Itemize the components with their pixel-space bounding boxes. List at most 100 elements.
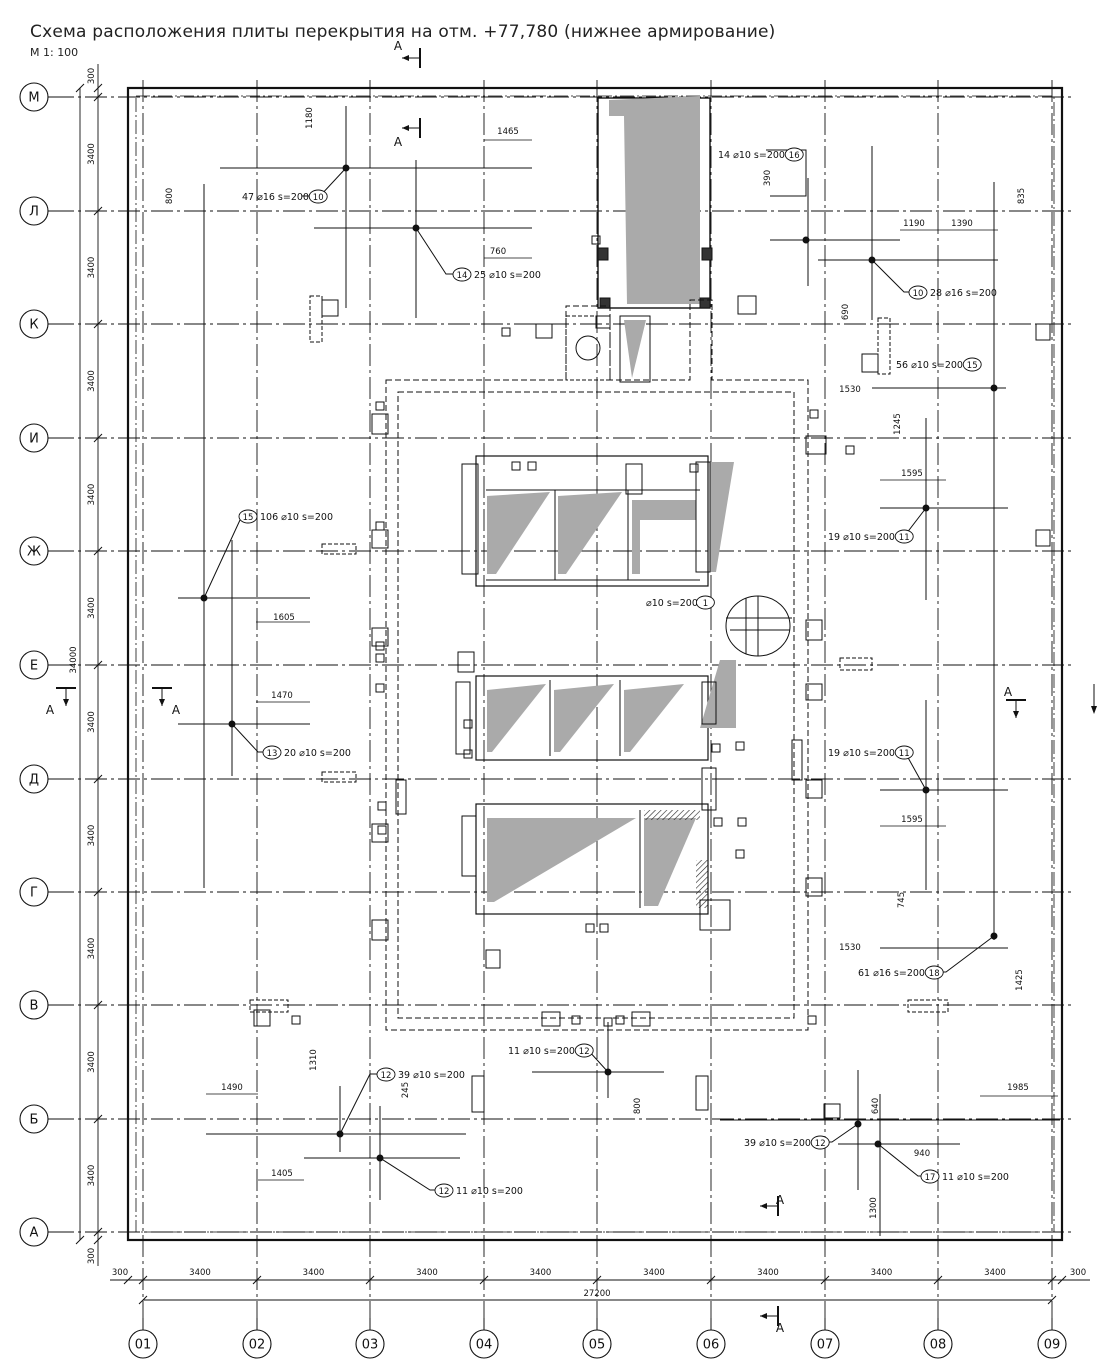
col-spacing-dim: 3400	[530, 1268, 552, 1278]
dimension-label: 760	[490, 247, 506, 257]
dashed-opening	[321, 771, 357, 783]
slab-pocket	[701, 681, 717, 725]
slab-pocket	[371, 823, 389, 843]
slab-pocket	[631, 1011, 651, 1027]
row-spacing-dim: 3400	[87, 257, 97, 279]
rebar-position-tag: 12	[439, 1187, 450, 1197]
dimension-chains: 300 3400 3400 3400 3400 3400 3400 3400 3400 3400 3…	[69, 64, 1090, 1305]
dimension-label: 1310	[309, 1049, 319, 1071]
sleeve-opening	[501, 327, 511, 337]
rebar-position-tag: 10	[913, 289, 924, 299]
rebar-spec: 56 ⌀10 s=200	[896, 360, 963, 371]
rebar-spec: 39 ⌀10 s=200	[744, 1138, 811, 1149]
rebar-position-tag: 1	[703, 599, 708, 609]
col-axis-label: 02	[249, 1338, 266, 1353]
sleeve-opening	[591, 235, 601, 245]
slab-pocket	[455, 681, 471, 755]
section-marker: А	[46, 687, 76, 717]
sleeve-opening	[375, 521, 385, 531]
dimension-label: 1470	[271, 691, 293, 701]
row-spacing-dim: 3400	[87, 1165, 97, 1187]
section-marker: А	[394, 39, 421, 68]
col-axis-label: 07	[817, 1338, 834, 1353]
col-spacing-dim: 3400	[189, 1268, 211, 1278]
row-axis-label: Б	[30, 1113, 39, 1128]
row-axis-label: Л	[29, 205, 39, 220]
rebar-spec: 19 ⌀10 s=200	[828, 748, 895, 759]
sleeve-opening	[809, 409, 819, 419]
section-label: А	[394, 135, 403, 149]
dimension-label: 800	[165, 188, 175, 204]
row-axis-label: М	[28, 91, 39, 106]
dimension-label: 1180	[305, 107, 315, 129]
slab-pocket	[625, 463, 643, 495]
section-label: А	[46, 703, 55, 717]
col-axis-label: 01	[135, 1338, 152, 1353]
rebar-position-tag: 10	[313, 193, 324, 203]
row-axis-marker: В	[19, 990, 66, 1020]
row-axis-label: В	[30, 999, 39, 1014]
col-axis-marker: 05	[582, 1318, 612, 1359]
col-spacing-dim: 3400	[303, 1268, 325, 1278]
col-axis-marker: 09	[1037, 1318, 1067, 1359]
rebar-position-tag: 11	[899, 533, 910, 543]
row-spacing-dim: 300	[87, 68, 97, 84]
col-axis-label: 03	[362, 1338, 379, 1353]
sleeve-opening	[711, 743, 721, 753]
sleeve-opening	[735, 849, 745, 859]
row-spacing-dim: 3400	[87, 484, 97, 506]
slab-pocket	[701, 767, 717, 811]
sleeve-opening	[377, 801, 387, 811]
row-axis-label: К	[29, 318, 38, 333]
rebar-position-tag: 17	[925, 1173, 936, 1183]
col-spacing-dim: 300	[112, 1268, 128, 1278]
col-spacing-dim: 3400	[416, 1268, 438, 1278]
row-total-dim: 34000	[69, 646, 79, 673]
sleeve-opening	[713, 817, 723, 827]
rebar-position-tag: 18	[929, 969, 940, 979]
rebar-callout: 39 ⌀10 s=200 12	[744, 1135, 830, 1150]
rebar-position-tag: 14	[457, 271, 468, 281]
dimension-label: 1530	[839, 943, 861, 953]
dashed-opening	[907, 999, 949, 1013]
sleeve-opening	[571, 1015, 581, 1025]
rebar-position-tag: 12	[815, 1139, 826, 1149]
section-marker: А	[394, 118, 421, 149]
row-axis-marker: Е	[19, 650, 66, 680]
dashed-opening	[877, 317, 891, 375]
row-spacing-dim: 3400	[87, 597, 97, 619]
dimension-label: 1405	[271, 1169, 293, 1179]
slab-outline	[126, 86, 1064, 1242]
row-axis-marker: К	[19, 309, 66, 339]
row-axis-marker: И	[19, 423, 66, 453]
rebar-lines	[178, 106, 1060, 1236]
drawing-scale: М 1: 100	[30, 46, 79, 59]
row-spacing-dim: 3400	[87, 938, 97, 960]
slab-pocket	[461, 463, 479, 575]
sleeve-opening	[585, 923, 595, 933]
row-axis-marker: Ж	[19, 536, 66, 566]
rebar-position-tag: 15	[243, 513, 254, 523]
axis-grid	[52, 80, 1072, 1318]
sleeve-opening	[375, 683, 385, 693]
col-axis-marker: 01	[128, 1318, 158, 1359]
rebar-position-tag: 12	[579, 1047, 590, 1057]
sleeve-opening	[735, 741, 745, 751]
col-axis-marker: 04	[469, 1318, 499, 1359]
slab-pocket	[371, 919, 389, 941]
col-axis-marker: 02	[242, 1318, 272, 1359]
slab-pocket	[535, 323, 553, 339]
rebar-position-tag: 16	[789, 151, 800, 161]
rebar-spec: 14 ⌀10 s=200	[718, 150, 785, 161]
section-label: А	[172, 703, 181, 717]
col-axis-marker: 07	[810, 1318, 840, 1359]
slab-pocket	[805, 779, 823, 799]
